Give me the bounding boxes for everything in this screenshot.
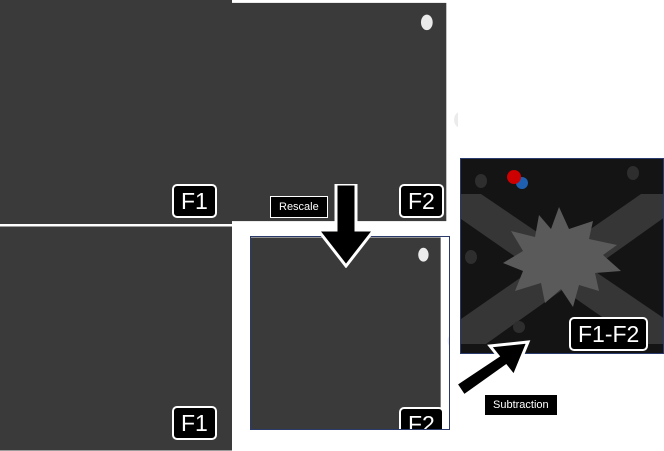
panel-f2-rescaled: F2 bbox=[250, 236, 450, 430]
subtraction-arrow-icon bbox=[453, 340, 531, 398]
panel-f1-top: F1 bbox=[0, 0, 232, 224]
difference-image bbox=[461, 159, 663, 353]
panel-f2-top: F2 bbox=[232, 0, 458, 224]
subtraction-label: Subtraction bbox=[484, 394, 558, 416]
panel-difference: F1-F2 bbox=[460, 158, 664, 354]
label-difference: F1-F2 bbox=[569, 317, 649, 351]
label-f1-bottom: F1 bbox=[172, 406, 217, 440]
panel-f1-bottom: F1 bbox=[0, 226, 232, 451]
frame-image-f2-rescaled bbox=[251, 237, 449, 429]
rescale-label: Rescale bbox=[270, 196, 328, 218]
label-f1-top: F1 bbox=[172, 184, 217, 218]
rescale-arrow-icon bbox=[316, 184, 376, 268]
label-f2-top: F2 bbox=[399, 184, 444, 218]
label-f2-rescaled: F2 bbox=[399, 407, 444, 429]
